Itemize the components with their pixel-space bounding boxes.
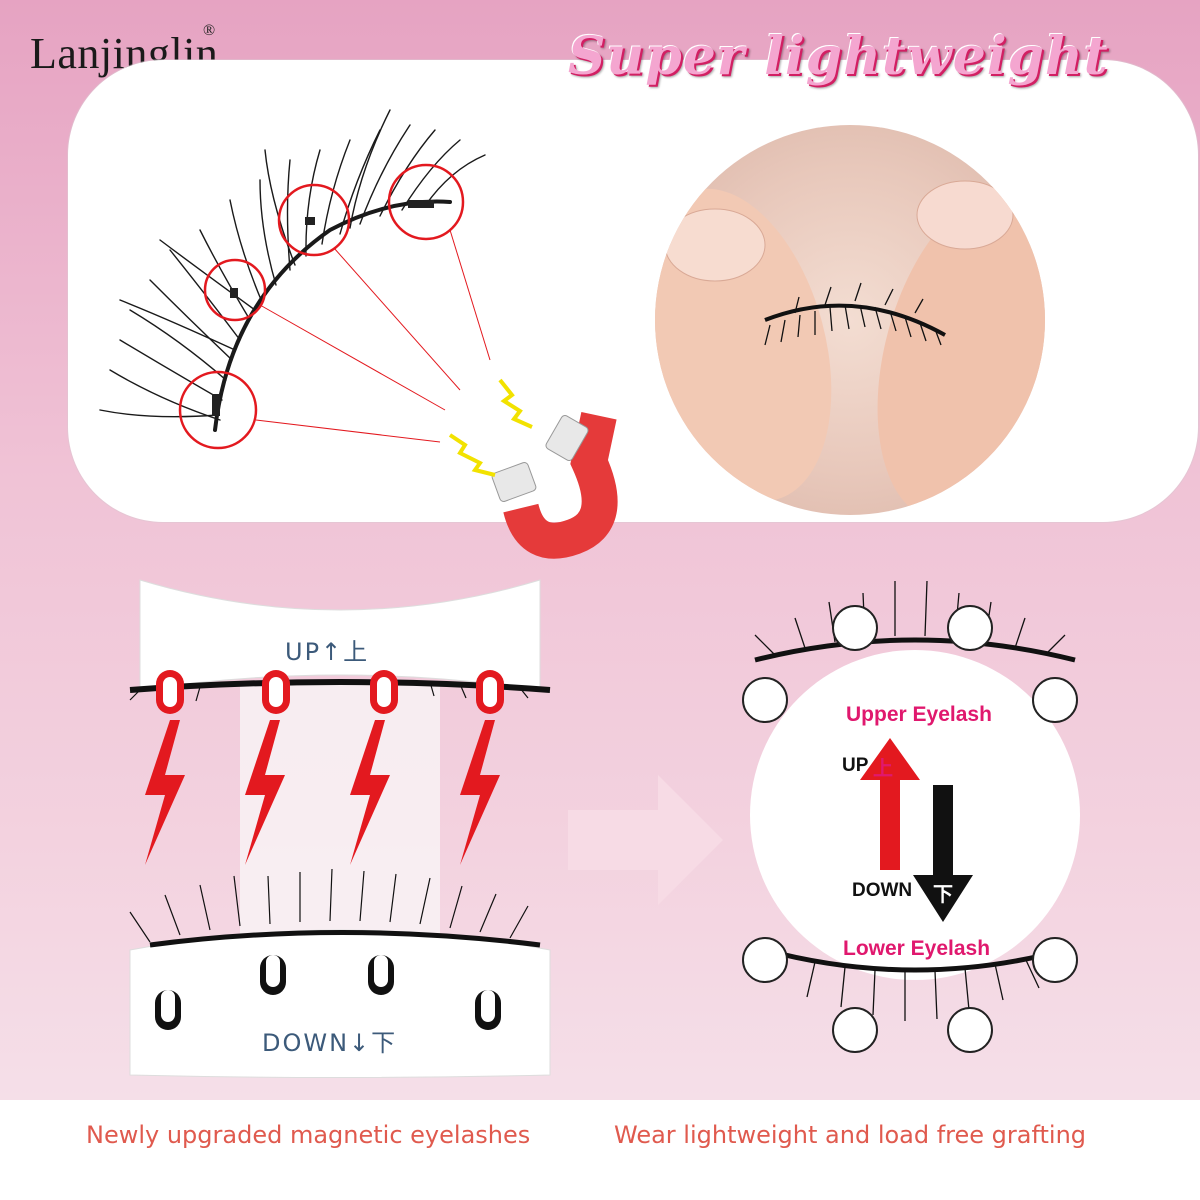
lash-photo bbox=[655, 125, 1045, 515]
right-arrow-icon bbox=[568, 775, 723, 905]
magnetic-stand-illustration bbox=[129, 579, 551, 1078]
footer-bar bbox=[0, 1100, 1200, 1200]
stand-up-label: UP↑上 bbox=[285, 638, 370, 666]
fingers-holding-lash-image bbox=[655, 180, 1045, 515]
stand-down-label: DOWN↓下 bbox=[262, 1029, 398, 1057]
lower-eyelash-label: Lower Eyelash bbox=[843, 937, 991, 960]
registered-mark: ® bbox=[203, 22, 216, 39]
diagram-up-cn-label: 上 bbox=[873, 758, 893, 780]
upper-eyelash-label: Upper Eyelash bbox=[846, 703, 992, 726]
caption-right: Wear lightweight and load free grafting bbox=[614, 1121, 1087, 1149]
diagram-down-cn-label: 下 bbox=[933, 884, 953, 906]
horseshoe-magnet-icon bbox=[448, 378, 618, 559]
lash-magnet-illustration bbox=[99, 109, 491, 450]
diagram-up-label: UP bbox=[842, 755, 869, 776]
upper-lower-diagram bbox=[742, 580, 1080, 1053]
diagram-down-label: DOWN bbox=[852, 880, 913, 901]
headline: Super lightweight bbox=[568, 26, 1109, 87]
caption-left: Newly upgraded magnetic eyelashes bbox=[86, 1121, 531, 1149]
